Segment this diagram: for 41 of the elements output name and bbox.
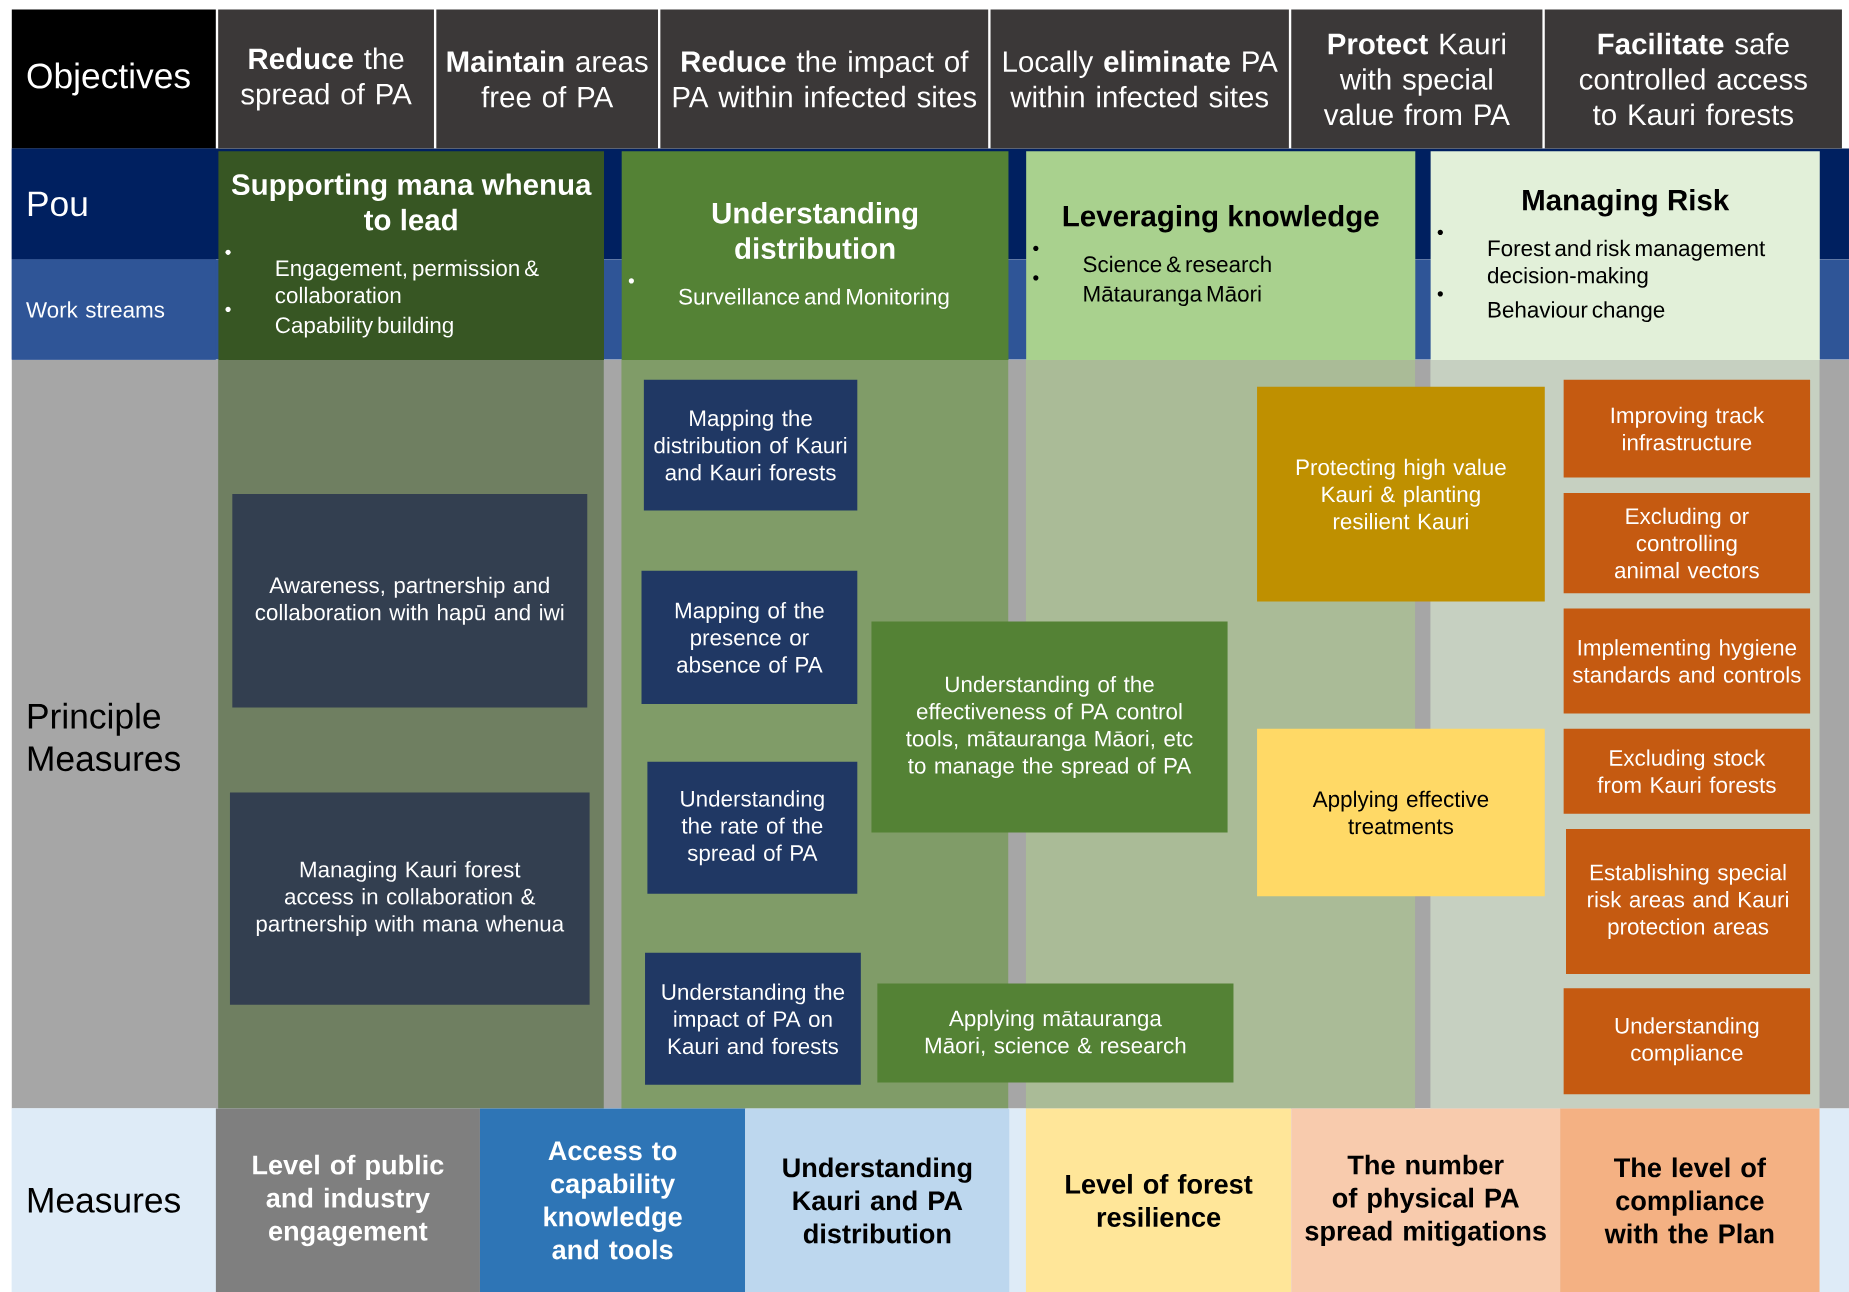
- objective-box: Protect Kauri with special value from PA: [1291, 9, 1543, 149]
- row-header: Pou: [11, 148, 216, 260]
- measure-box: Establishing special risk areas and Kauri protection areas: [1566, 828, 1811, 974]
- outcome-box: Understanding Kauri and PA distribution: [745, 1108, 1010, 1292]
- row-header: Work streams: [11, 259, 216, 360]
- pillar-box: Managing Risk Forest and risk management decision-making Behaviour change: [1430, 150, 1820, 360]
- objective-box: Reduce the spread of PA: [218, 9, 434, 149]
- pillar-box: Supporting mana whenua to lead Engagement, permission & collaboration Capability building: [218, 150, 604, 360]
- outcome-box: Access to capability knowledge and tools: [479, 1108, 746, 1292]
- measure-box: Excluding stock from Kauri forests: [1563, 728, 1811, 814]
- measure-box: Excluding or controlling animal vectors: [1563, 492, 1811, 593]
- row-header: Measures: [11, 1108, 216, 1292]
- objective-box: Reduce the impact of PA within infected sites: [660, 9, 989, 149]
- outcome-box: Level of public and industry engagement: [215, 1108, 480, 1292]
- measure-box: Understanding the impact of PA on Kauri and forests: [645, 952, 861, 1085]
- measure-box: Awareness, partnership and collaboration with hapū and iwi: [232, 493, 588, 708]
- node-label: Protect Kauri with special value from PA: [1323, 32, 1510, 125]
- measure-box: Mapping the distribution of Kauri and Kauri forests: [643, 379, 858, 511]
- outcome-box: Level of forest resilience: [1025, 1108, 1292, 1292]
- node-label: Locally eliminate PA within infected sites: [1003, 50, 1278, 108]
- objective-box: Locally eliminate PA within infected sites: [990, 9, 1289, 149]
- measure-box: Understanding of the effectiveness of PA control tools, mātauranga Māori, etc to manage the spread of PA: [871, 621, 1228, 833]
- outcome-box: The level of compliance with the Plan: [1560, 1108, 1820, 1292]
- measure-box: Improving track infrastructure: [1563, 379, 1811, 478]
- row-header: Principle Measures: [28, 702, 180, 771]
- measure-box: Applying effective treatments: [1257, 728, 1545, 896]
- outcome-box: The number of physical PA spread mitigations: [1291, 1108, 1561, 1292]
- pillar-box: Understanding distribution Surveillance and Monitoring: [621, 150, 1009, 360]
- measure-box: Understanding the rate of the spread of PA: [647, 761, 858, 894]
- node-label: Reduce the impact of PA within infected sites: [673, 50, 977, 108]
- objective-box: Maintain areas free of PA: [436, 9, 658, 149]
- row-header: Objectives: [11, 9, 216, 149]
- measure-box: Understanding compliance: [1563, 987, 1811, 1095]
- objective-box: Facilitate safe controlled access to Kauri forests: [1544, 9, 1842, 149]
- pillar-box: Leveraging knowledge Science & research Mātauranga Māori: [1026, 150, 1416, 360]
- measure-box: Implementing hygiene standards and controls: [1563, 608, 1811, 714]
- measure-box: Applying mātauranga Māori, science & research: [877, 983, 1234, 1083]
- measure-box: Mapping of the presence or absence of PA: [641, 570, 858, 704]
- measure-box: Managing Kauri forest access in collaboration & partnership with mana whenua: [229, 792, 590, 1005]
- node-label: Facilitate safe controlled access to Kauri forests: [1579, 32, 1807, 125]
- measure-box: Protecting high value Kauri & planting resilient Kauri: [1257, 386, 1545, 602]
